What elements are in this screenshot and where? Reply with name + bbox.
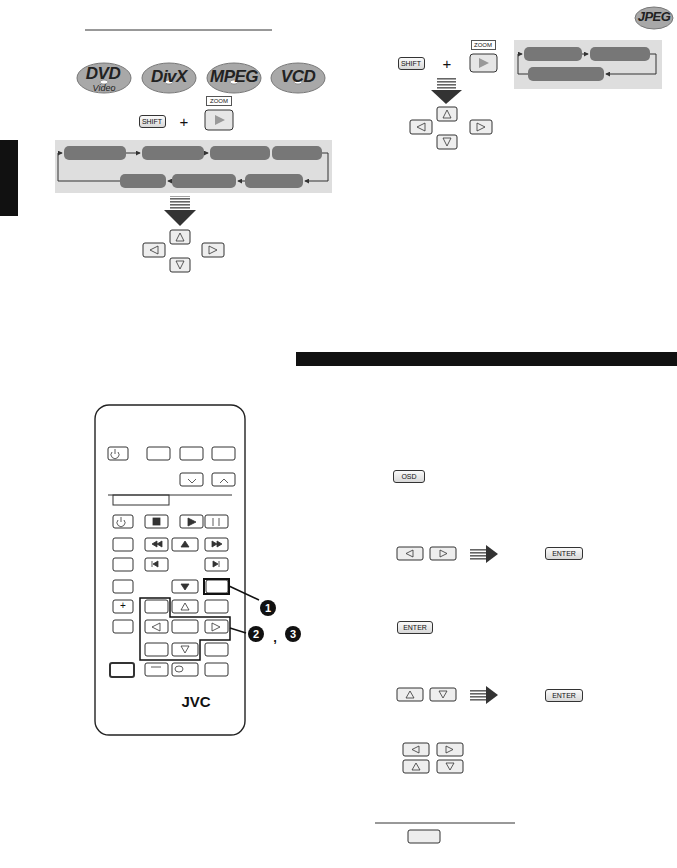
button-text: ZOOM: [474, 42, 492, 48]
zoom-key-label: ZOOM: [206, 96, 232, 106]
disc-logo: VCD: [281, 68, 315, 85]
callout-number: 1: [265, 603, 271, 614]
callout-separator: ,: [273, 631, 277, 644]
button-text: SHIFT: [142, 118, 162, 125]
enter-button: ENTER: [397, 621, 433, 634]
plus-sign: +: [180, 114, 189, 129]
button-text: OSD: [401, 473, 416, 480]
button-text: ENTER: [552, 550, 576, 557]
disc-logo: MPEG: [210, 68, 258, 85]
disc-logo: JPEG: [638, 10, 671, 23]
button-symbol: +: [120, 601, 126, 611]
button-text: ENTER: [403, 624, 427, 631]
button-text: ENTER: [552, 692, 576, 699]
brand-logo: JVC: [181, 694, 210, 709]
callout-number: 3: [290, 629, 296, 640]
disc-logo: DivX: [151, 68, 187, 85]
plus-sign: +: [443, 56, 452, 71]
shift-button: SHIFT: [139, 115, 166, 128]
osd-button: OSD: [393, 470, 425, 483]
enter-button: ENTER: [545, 689, 583, 702]
shift-button: SHIFT: [398, 57, 425, 70]
enter-button: ENTER: [545, 547, 583, 560]
zoom-key-label: ZOOM: [471, 40, 496, 50]
disc-logo: DVD: [86, 65, 120, 82]
disc-logo-sub: Video: [93, 84, 116, 93]
button-text: SHIFT: [401, 60, 421, 67]
callout-number: 2: [253, 629, 259, 640]
button-text: ZOOM: [210, 98, 228, 104]
